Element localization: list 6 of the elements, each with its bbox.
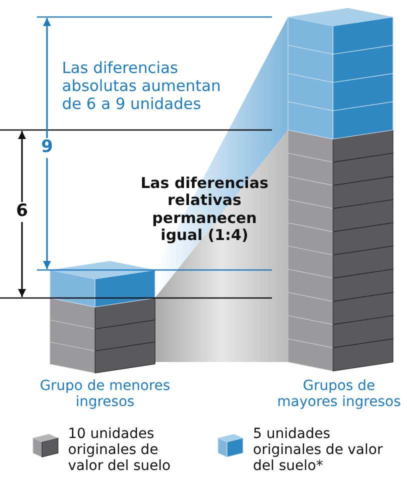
group-label: Grupo de menores ingresos — [38, 378, 172, 410]
legend-text: 10 unidades originales de valor del suelo — [68, 426, 172, 474]
annotation-text: Las diferencias relativas permanecen igual (1:4) — [140, 175, 270, 244]
legend-text: 5 unidades originales de valor del suelo* — [253, 426, 383, 474]
group-label: Grupos de mayores ingresos — [276, 378, 402, 410]
annotation-text: Las diferencias absolutas aumentan de 6 a 9 unidades — [62, 60, 222, 114]
